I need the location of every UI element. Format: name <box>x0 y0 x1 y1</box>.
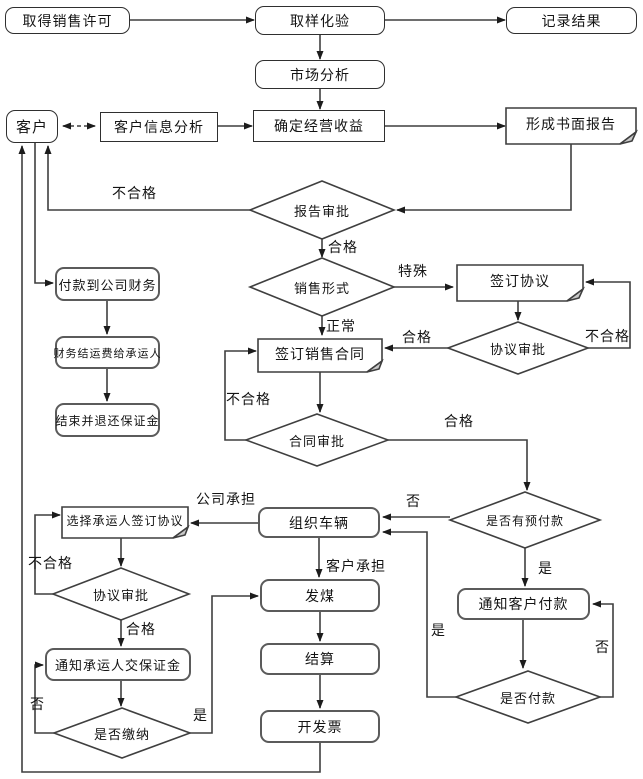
node-send-coal: 发煤 <box>260 579 380 612</box>
node-contract-approval: 合同审批 <box>288 434 345 450</box>
node-agreement-approval-1: 协议审批 <box>489 342 546 358</box>
choose-carrier-doc-fold <box>172 524 190 539</box>
node-sales-form: 销售形式 <box>293 281 350 297</box>
node-market-analysis: 市场分析 <box>255 60 385 89</box>
node-finance-pay-freight: 财务结运费给承运人 <box>54 336 161 369</box>
edge-approval1-fail-loop <box>585 278 631 349</box>
edge-label-sales-special: 特殊 <box>398 264 428 280</box>
edge-label-deposit-yes: 是 <box>193 708 208 724</box>
edge-label-report-pass: 合格 <box>328 240 358 256</box>
node-report-approval: 报告审批 <box>293 204 350 220</box>
edge-report-to-approval <box>396 144 572 214</box>
edge-approval2-fail-loop <box>34 511 61 595</box>
node-sampling-test: 取样化验 <box>255 6 385 35</box>
edge-deposit-yes-to-sendcoal <box>190 592 259 734</box>
edge-report-fail-to-customer <box>44 145 250 211</box>
node-deposit-paid-check: 是否缴纳 <box>93 727 150 743</box>
edge-label-sales-normal: 正常 <box>326 319 356 335</box>
node-written-report: 形成书面报告 <box>526 117 616 133</box>
node-has-prepayment: 是否有预付款 <box>485 513 564 528</box>
node-end-refund-deposit: 结束并退还保证金 <box>55 403 160 437</box>
sign-sales-contract-doc-fold <box>366 358 384 373</box>
edge-contractapproval-pass <box>388 439 531 491</box>
sales-form-diamond <box>247 257 397 317</box>
edge-label-agreement2-pass: 合格 <box>126 622 156 638</box>
edge-label-payment-yes: 是 <box>431 623 446 639</box>
agreement-approval-1-diamond <box>445 321 591 375</box>
contract-approval-diamond <box>243 413 391 467</box>
agreement-approval-2-diamond <box>50 567 192 621</box>
node-customer: 客户 <box>6 110 58 143</box>
edge-label-prepay-no: 否 <box>406 494 421 510</box>
sign-agreement-doc-fold <box>566 286 585 302</box>
edge-label-agreement2-fail: 不合格 <box>28 556 73 572</box>
node-get-sales-permit: 取得销售许可 <box>5 7 130 34</box>
deposit-paid-diamond <box>51 707 193 759</box>
edge-payment-no-loop <box>592 600 614 698</box>
edge-label-prepay-yes: 是 <box>538 561 553 577</box>
payment-check-diamond <box>453 670 603 724</box>
node-issue-invoice: 开发票 <box>260 710 380 743</box>
edge-label-report-fail: 不合格 <box>112 186 157 202</box>
node-choose-carrier-sign: 选择承运人签订协议 <box>66 514 184 528</box>
node-payment-check: 是否付款 <box>499 691 556 707</box>
edge-customer-to-financepay <box>34 143 54 287</box>
node-sign-sales-contract: 签订销售合同 <box>275 346 365 363</box>
node-determine-revenue: 确定经营收益 <box>253 110 385 142</box>
node-agreement-approval-2: 协议审批 <box>92 588 149 604</box>
node-record-results: 记录结果 <box>506 7 637 34</box>
node-sign-agreement: 签订协议 <box>490 274 550 290</box>
edge-label-deposit-no: 否 <box>30 697 45 713</box>
edge-label-agreement1-fail: 不合格 <box>585 329 630 345</box>
node-customer-info-analysis: 客户信息分析 <box>100 112 218 142</box>
node-notify-customer-pay: 通知客户付款 <box>457 588 590 620</box>
node-settlement: 结算 <box>260 643 380 675</box>
edge-label-contract-fail: 不合格 <box>226 392 271 408</box>
has-prepayment-diamond <box>447 491 603 549</box>
node-payment-to-finance: 付款到公司财务 <box>55 267 160 301</box>
edge-label-agreement1-pass: 合格 <box>402 330 432 346</box>
node-organize-vehicles: 组织车辆 <box>258 507 380 538</box>
report-approval-diamond <box>247 180 397 240</box>
edge-invoice-to-customer-loop <box>18 145 321 773</box>
edge-payment-yes-to-organize <box>382 528 456 698</box>
edge-label-company-bears: 公司承担 <box>196 492 256 508</box>
edge-label-contract-pass: 合格 <box>444 414 474 430</box>
written-report-doc-fold <box>619 129 638 145</box>
node-notify-carrier-deposit: 通知承运人交保证金 <box>45 648 191 681</box>
edge-contractapproval-fail-loop <box>224 347 257 441</box>
edge-deposit-no-loop <box>34 661 54 734</box>
edge-label-customer-bears: 客户承担 <box>326 559 386 575</box>
edge-label-payment-no: 否 <box>595 640 610 656</box>
